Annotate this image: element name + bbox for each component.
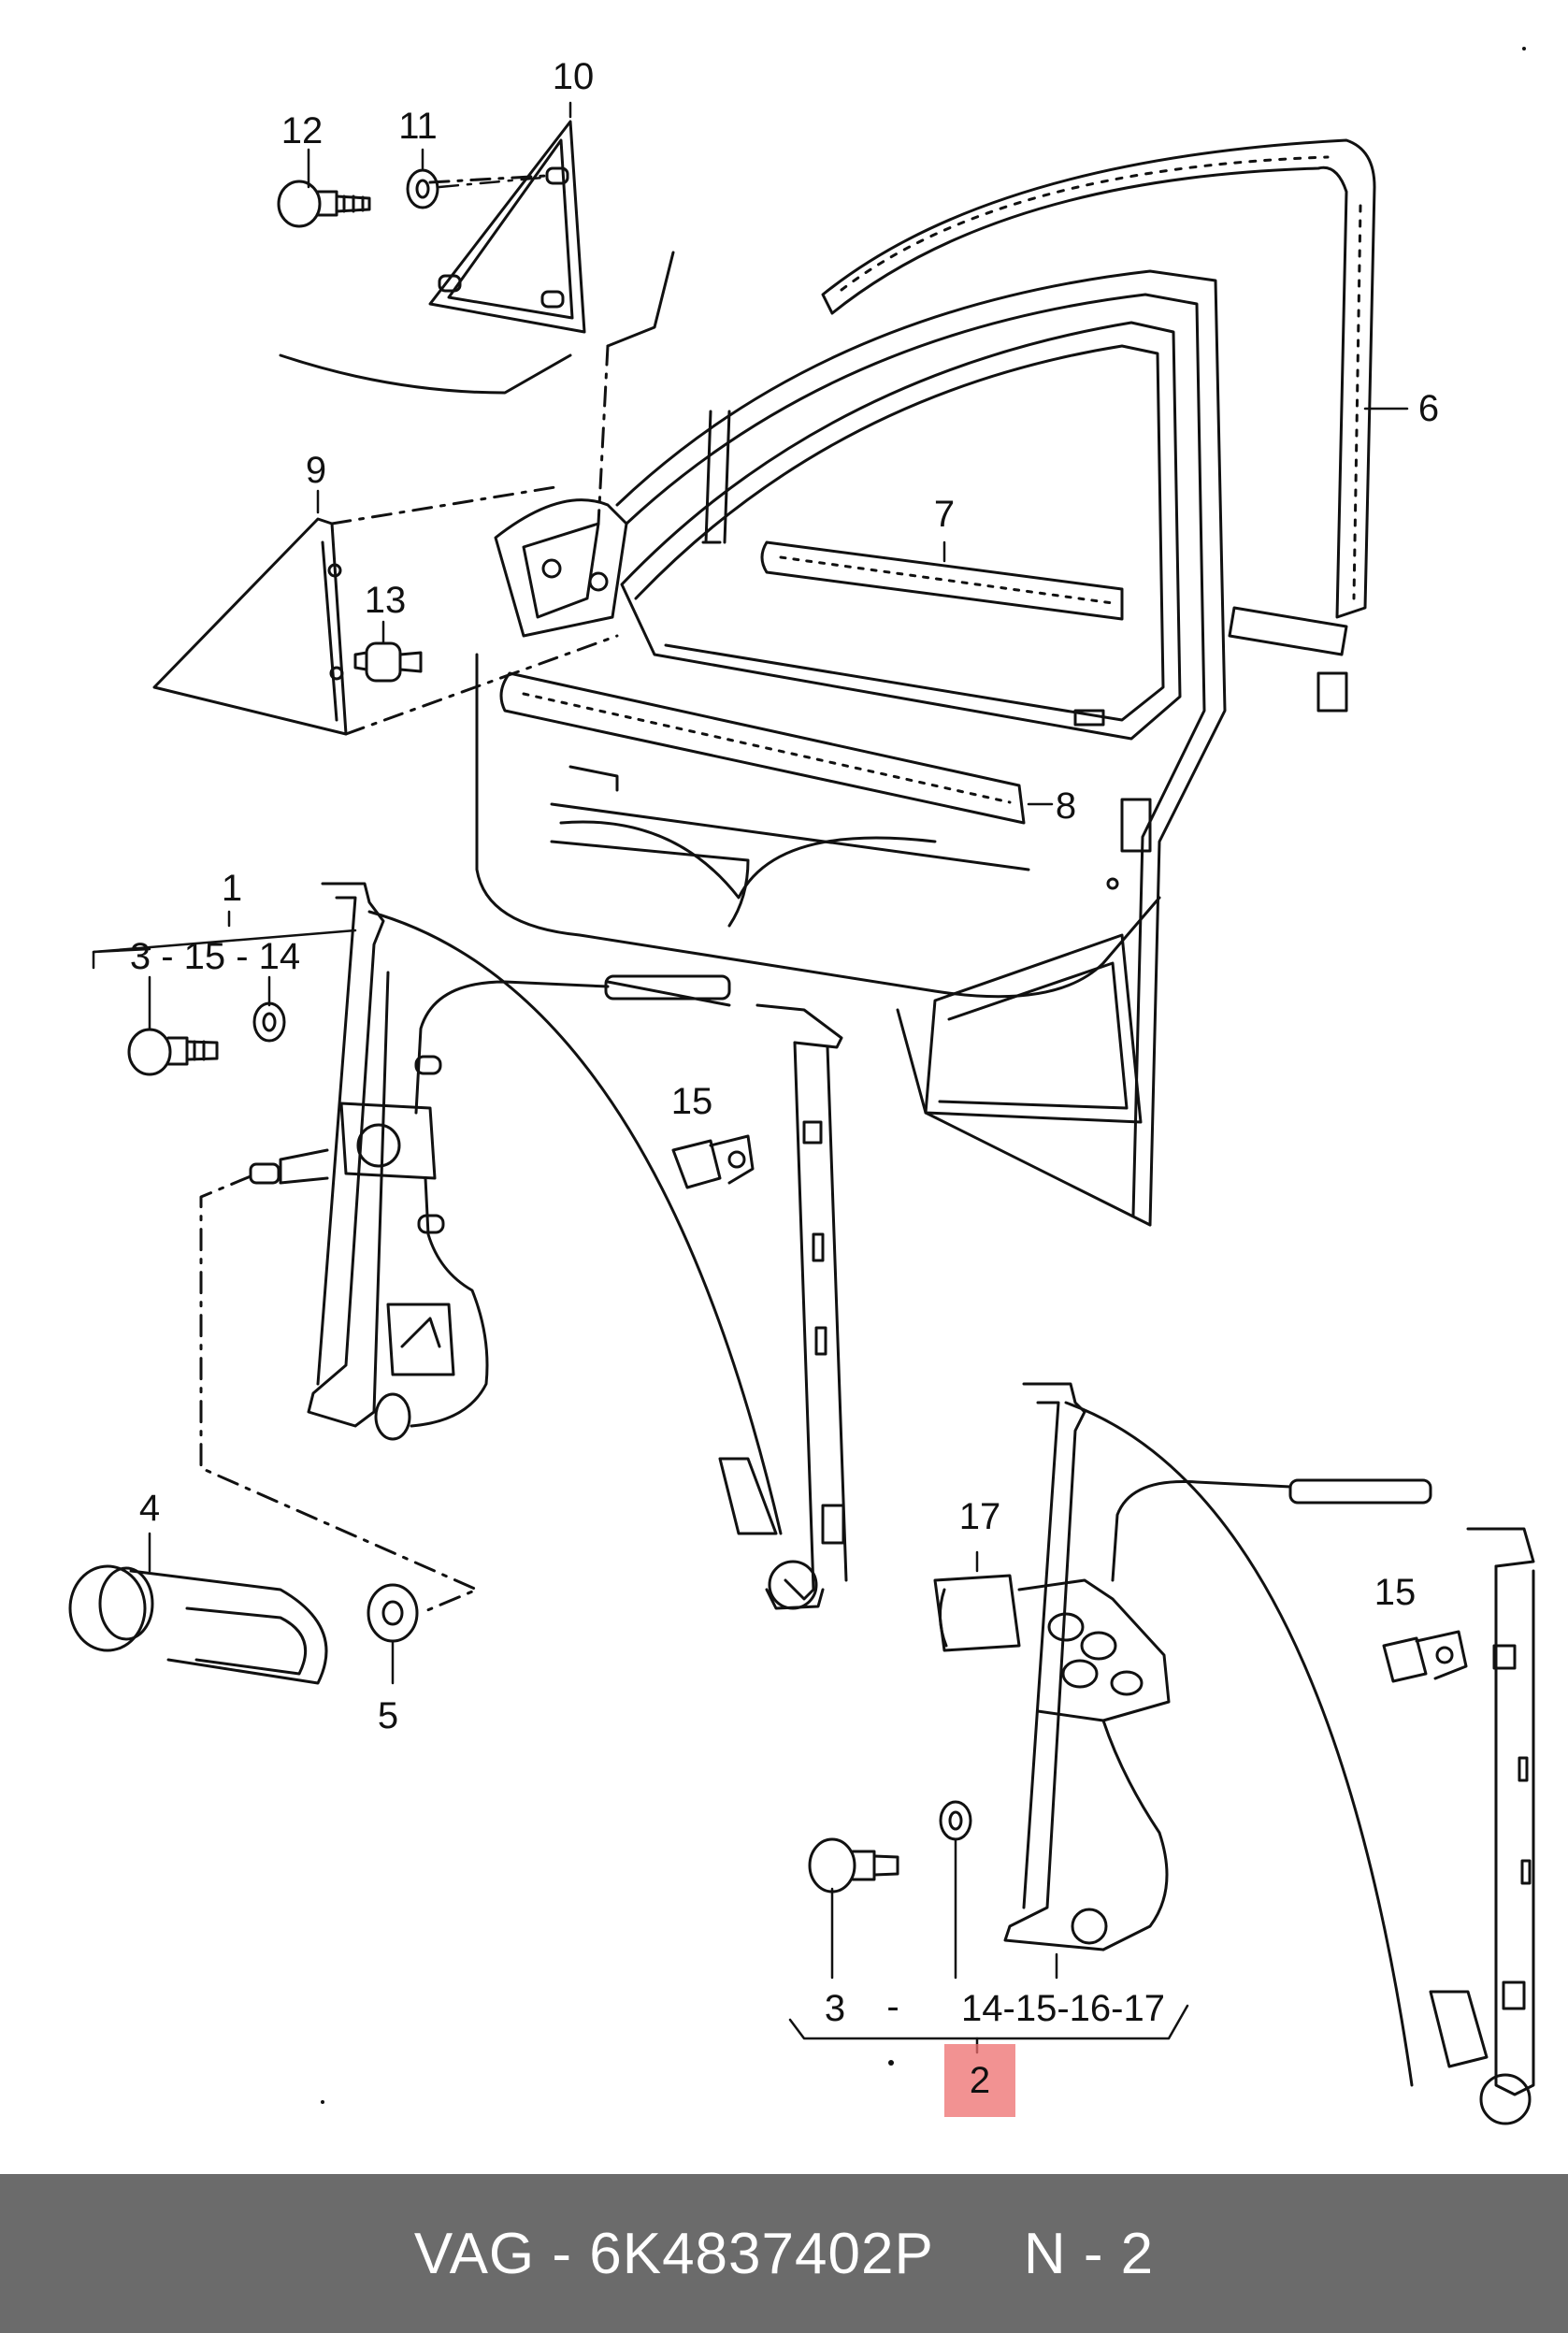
callout-12: 12 [281, 110, 324, 151]
callout-17: 17 [958, 1496, 1001, 1537]
speck [888, 2060, 894, 2066]
speck [1522, 47, 1526, 50]
callout-3-15-14: 3 - 15 - 14 [129, 936, 301, 977]
mirror-cover-panel [152, 484, 619, 736]
callout-6: 6 [1417, 388, 1440, 429]
callout-5: 5 [377, 1695, 399, 1736]
leader-lines [92, 101, 1409, 2054]
assembly-line [199, 1174, 479, 1615]
washer-upper [252, 1001, 286, 1043]
callout-2: 2 [969, 2060, 991, 2101]
callout-8: 8 [1055, 785, 1077, 827]
triangle-panel [279, 120, 675, 526]
parts-diagram [68, 47, 1535, 2125]
waist-seal [499, 671, 1026, 825]
callout-dash: - [886, 1986, 899, 2027]
page-ref: N - 2 [1023, 2221, 1155, 2286]
part-number: VAG - 6K4837402P [413, 2221, 934, 2286]
washer-11 [406, 168, 439, 209]
callout-4: 4 [138, 1488, 161, 1529]
callout-7: 7 [933, 494, 956, 535]
crank-handle [68, 1564, 328, 1685]
highlighted-callout-box [944, 2044, 1015, 2117]
window-regulator-electric [933, 1382, 1535, 2125]
callout-3: 3 [824, 1988, 846, 2029]
clip-13 [353, 641, 423, 683]
screw-upper [127, 1028, 219, 1076]
clip-15-upper [671, 1134, 755, 1189]
outer-door-seal [821, 138, 1376, 713]
washer-lower [939, 1800, 972, 1841]
callout-11: 11 [398, 106, 438, 147]
callout-10: 10 [552, 56, 595, 97]
callout-13: 13 [364, 580, 407, 621]
screw-12 [277, 180, 371, 228]
clip-15-lower [1382, 1630, 1468, 1683]
callout-14-15-16-17: 14-15-16-17 [961, 1988, 1165, 2029]
inner-window-seal [760, 540, 1124, 621]
callout-1: 1 [221, 868, 243, 909]
speck [321, 2100, 324, 2104]
door-frame [475, 269, 1227, 1227]
callout-9: 9 [305, 450, 327, 491]
screw-lower [808, 1837, 899, 1894]
callout-15-upper: 15 [670, 1081, 713, 1122]
escutcheon-5 [367, 1583, 419, 1643]
footer-bar: VAG - 6K4837402P N - 2 [0, 2174, 1568, 2333]
window-regulator-manual [249, 882, 848, 1610]
callout-15-lower: 15 [1374, 1572, 1417, 1613]
